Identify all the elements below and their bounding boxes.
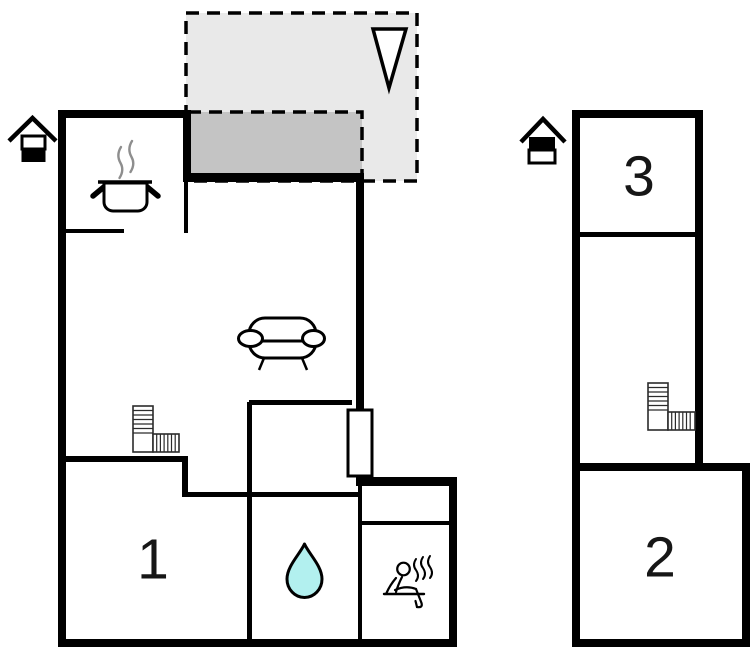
wall xyxy=(183,110,191,181)
wall xyxy=(62,456,188,462)
house-upper-floor-icon xyxy=(519,115,567,165)
wall xyxy=(449,477,457,647)
wall xyxy=(182,456,188,497)
sauna-icon xyxy=(382,555,433,609)
wall xyxy=(360,521,449,525)
steam-icon xyxy=(128,139,135,174)
room-label-1: 1 xyxy=(137,527,169,592)
house-ground-floor-icon xyxy=(7,114,58,162)
wall xyxy=(247,402,252,643)
steam-icon xyxy=(117,145,124,180)
staircase-ground-icon xyxy=(132,405,180,453)
wall xyxy=(58,110,190,118)
staircase-upper-icon xyxy=(647,382,696,431)
walls-upper-floor xyxy=(572,110,750,647)
window-element xyxy=(346,408,374,478)
wall xyxy=(183,173,364,182)
wall xyxy=(358,486,362,639)
sofa-icon xyxy=(237,316,326,371)
walls-ground-floor xyxy=(58,110,457,647)
water-drop-icon xyxy=(285,542,324,599)
covered-terrace-outline xyxy=(186,110,364,180)
wall xyxy=(576,232,696,237)
wall xyxy=(184,179,188,233)
room-label-3: 3 xyxy=(623,144,655,209)
room-label-2: 2 xyxy=(644,525,676,590)
wall xyxy=(572,639,750,647)
wall xyxy=(62,229,124,233)
wall xyxy=(742,463,750,647)
cooking-pot-icon xyxy=(90,139,161,213)
wall xyxy=(58,110,66,647)
wall xyxy=(695,110,703,470)
north-arrow-icon xyxy=(370,27,409,95)
wall xyxy=(572,110,703,118)
wall xyxy=(572,110,580,647)
wall xyxy=(182,492,362,497)
wall xyxy=(572,463,750,471)
wall xyxy=(356,477,457,486)
wall xyxy=(249,400,352,405)
wall xyxy=(58,639,457,647)
covered-terrace-area xyxy=(186,110,364,180)
wall xyxy=(356,173,364,413)
